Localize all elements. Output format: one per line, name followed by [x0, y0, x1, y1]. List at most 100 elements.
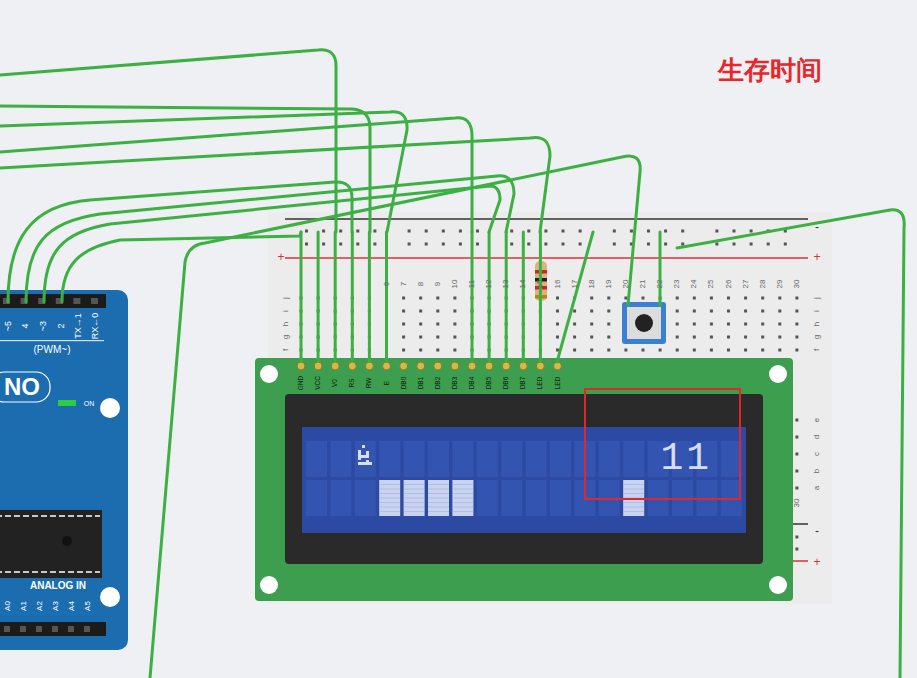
lcd-cell	[599, 480, 620, 516]
lcd-pin	[468, 362, 476, 370]
wire	[385, 232, 388, 361]
hole	[642, 349, 645, 352]
hole	[436, 310, 439, 313]
column-number: 7	[400, 282, 408, 286]
hole	[733, 230, 736, 233]
chip-pins	[0, 571, 100, 573]
row-letter: g	[282, 335, 290, 339]
pin-label: RX←0	[91, 313, 100, 340]
row-letter: e	[813, 418, 821, 422]
lcd-pin-label: LED	[537, 377, 544, 390]
hole	[647, 230, 650, 233]
lcd-cell	[355, 441, 376, 477]
wire	[44, 186, 500, 302]
lcd-cell	[428, 480, 449, 516]
column-number: 6	[383, 282, 391, 286]
hole	[778, 310, 781, 313]
lcd-pin	[348, 362, 356, 370]
hole	[715, 243, 718, 246]
header-pin	[84, 626, 90, 632]
hole	[778, 349, 781, 352]
column-number: 25	[707, 280, 715, 289]
hole	[778, 297, 781, 300]
header-pin	[91, 298, 98, 304]
wire	[351, 232, 354, 361]
hole	[436, 297, 439, 300]
pin-label: A2	[36, 601, 44, 611]
row-letter: f	[813, 349, 821, 351]
hole	[453, 349, 456, 352]
board-logo: NO	[4, 375, 40, 399]
row-letter: c	[813, 452, 821, 456]
lcd-dots	[404, 493, 425, 494]
lcd-dots	[379, 493, 400, 494]
row-letter: h	[282, 322, 290, 326]
lcd-dots	[452, 498, 473, 499]
hole	[373, 230, 376, 233]
pin-label: TX→1	[74, 313, 83, 339]
header-pin	[73, 298, 80, 304]
lcd-dots	[428, 502, 449, 503]
rail-sign: +	[813, 556, 820, 568]
lcd-cell	[501, 441, 522, 477]
hole	[562, 243, 565, 246]
column-number: 27	[742, 280, 750, 289]
column-number: 12	[485, 280, 493, 289]
hole	[642, 297, 645, 300]
column-number: 30	[793, 280, 801, 289]
lcd-block	[452, 480, 473, 516]
hole	[442, 230, 445, 233]
lcd-dots	[404, 511, 425, 512]
hole	[436, 349, 439, 352]
hole	[744, 336, 747, 339]
lcd-cell	[526, 480, 547, 516]
lcd-cell	[452, 480, 473, 516]
hole	[795, 310, 798, 313]
hole	[425, 230, 428, 233]
lcd-dots	[428, 498, 449, 499]
column-number: 14	[519, 280, 527, 289]
silk-line	[0, 340, 104, 341]
hole	[402, 323, 405, 326]
lcd-block	[623, 480, 644, 516]
lcd-dots	[379, 498, 400, 499]
lcd-digits: 11	[660, 440, 712, 478]
mounting-hole	[100, 587, 120, 607]
hole	[647, 243, 650, 246]
hole	[408, 230, 411, 233]
hole	[744, 349, 747, 352]
hole	[607, 336, 610, 339]
highlight-box: 11	[584, 388, 741, 500]
hole	[727, 297, 730, 300]
hole	[419, 310, 422, 313]
hole	[795, 453, 798, 456]
hole	[527, 243, 530, 246]
lcd-cell	[721, 441, 742, 477]
column-number: 22	[656, 280, 664, 289]
hole	[402, 310, 405, 313]
hole	[761, 349, 764, 352]
lcd-pin-label: DB4	[469, 377, 476, 390]
pushbutton-body	[627, 307, 661, 339]
hole	[436, 323, 439, 326]
lcd-dots	[428, 507, 449, 508]
hole	[607, 349, 610, 352]
lcd-cell	[404, 480, 425, 516]
hole	[795, 487, 798, 490]
hole	[795, 548, 798, 551]
row-letter: h	[813, 322, 821, 326]
rail-line	[285, 257, 808, 259]
lcd-pin	[331, 362, 339, 370]
rail-line	[285, 218, 808, 220]
lcd-pin-label: DB6	[503, 377, 510, 390]
lcd-block	[428, 480, 449, 516]
hole	[710, 297, 713, 300]
mounting-hole	[260, 576, 278, 594]
lcd-pin	[519, 362, 527, 370]
row-letter: b	[813, 469, 821, 473]
hole	[664, 243, 667, 246]
hole	[556, 336, 559, 339]
lcd-dots	[379, 489, 400, 490]
lcd-cell	[330, 480, 351, 516]
